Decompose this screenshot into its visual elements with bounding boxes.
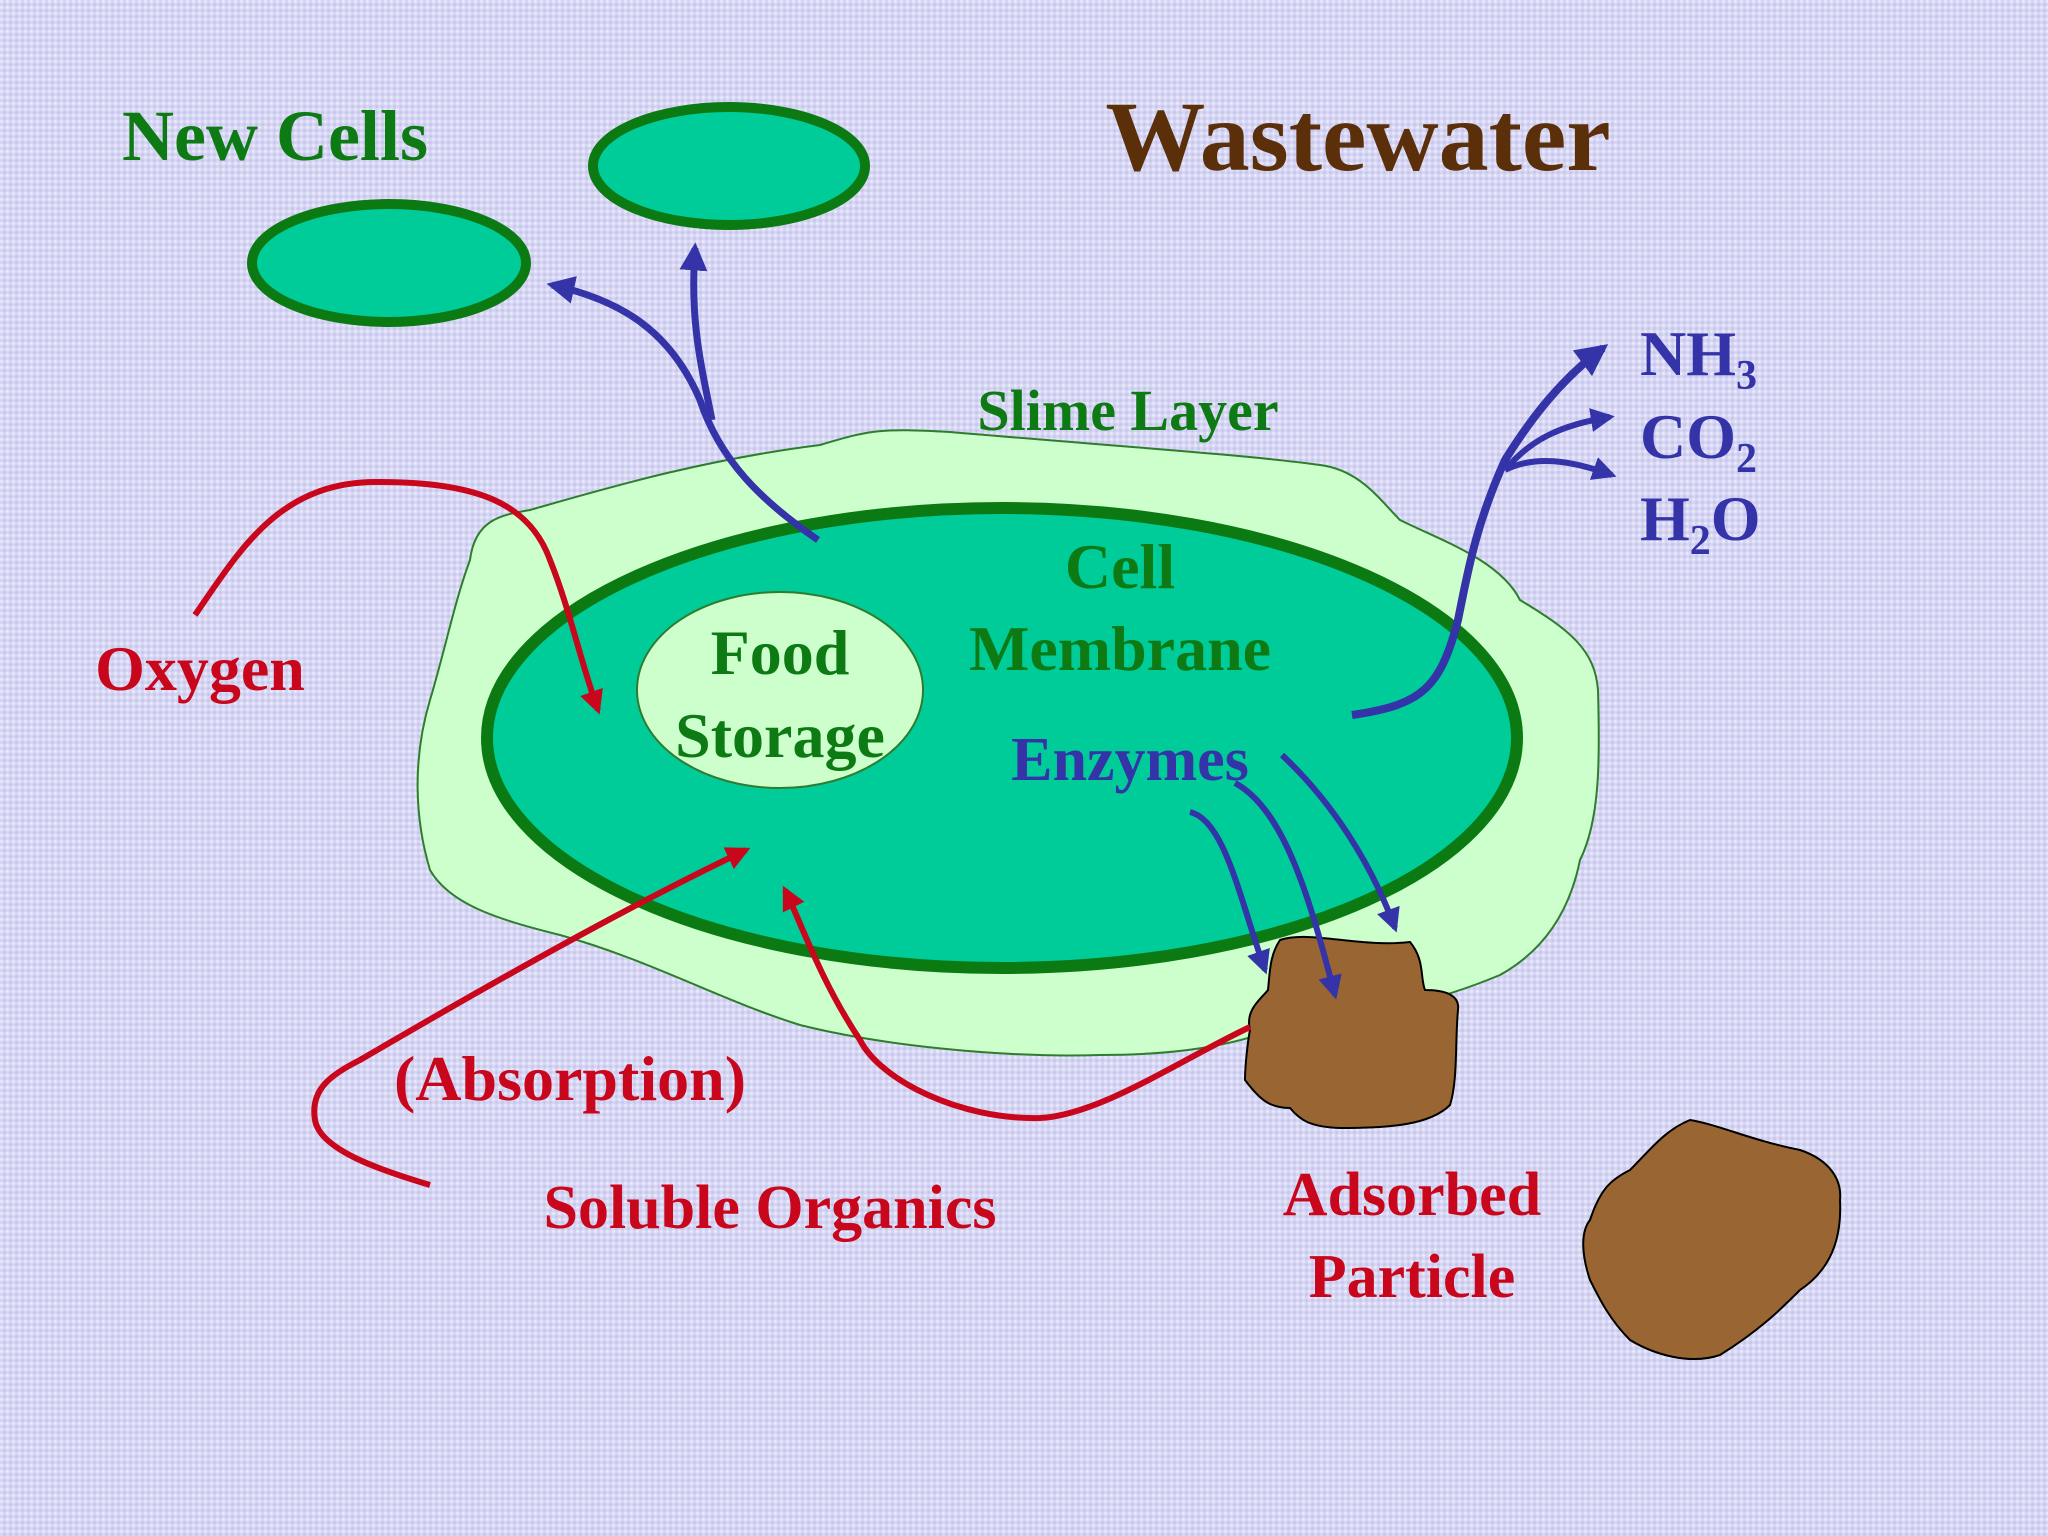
product-h2o-base: H: [1640, 483, 1690, 554]
product-co2-base: CO: [1640, 401, 1736, 472]
soluble-organics-label: Soluble Organics: [543, 1174, 996, 1242]
adsorbed-particle-label-line1: Adsorbed: [1283, 1161, 1541, 1229]
product-h2o-sub: 2: [1690, 518, 1711, 564]
new-cell-left: [247, 199, 531, 327]
food-storage-label-line1: Food: [711, 617, 850, 688]
new-cells-label: New Cells: [122, 96, 428, 176]
particle-absorption-arrow: [782, 885, 1252, 1122]
enzyme-arrow-3: [1279, 752, 1400, 933]
product-h2o: H2O: [1640, 483, 1761, 564]
adsorbed-particle-label-line2: Particle: [1309, 1243, 1516, 1311]
product-co2: CO2: [1640, 401, 1757, 482]
products-arrow-h2o: [1503, 457, 1617, 480]
new-cell-right: [588, 102, 870, 230]
product-h2o-tail: O: [1711, 483, 1761, 554]
enzymes-label: Enzymes: [1011, 726, 1249, 794]
product-nh3: NH3: [1640, 318, 1757, 399]
growth-arrow-left: [546, 276, 820, 543]
cell-body: [481, 502, 1523, 974]
free-particle: [1582, 1118, 1842, 1361]
soluble-organics-arrow: [311, 847, 751, 1188]
cell-membrane-label-line1: Cell: [1065, 531, 1175, 602]
food-storage: [636, 591, 924, 789]
products-arrow-main: [1351, 344, 1609, 719]
enzyme-arrow-2: [1233, 780, 1342, 1000]
absorption-label: (Absorption): [394, 1043, 746, 1114]
oxygen-label: Oxygen: [95, 633, 305, 704]
enzyme-arrow-1: [1189, 809, 1270, 975]
products-arrow-co2: [1502, 408, 1615, 472]
growth-arrow-up: [679, 242, 716, 421]
slime-layer-label: Slime Layer: [977, 378, 1278, 443]
cell-membrane-label-line2: Membrane: [969, 613, 1271, 684]
adsorbed-particle-attached: [1243, 935, 1460, 1130]
product-nh3-base: NH: [1640, 318, 1736, 389]
oxygen-arrow: [192, 478, 603, 715]
product-co2-sub: 2: [1736, 436, 1757, 482]
food-storage-label-line2: Storage: [675, 700, 885, 771]
product-nh3-sub: 3: [1736, 353, 1757, 399]
diagram-title: Wastewater: [1105, 81, 1610, 192]
